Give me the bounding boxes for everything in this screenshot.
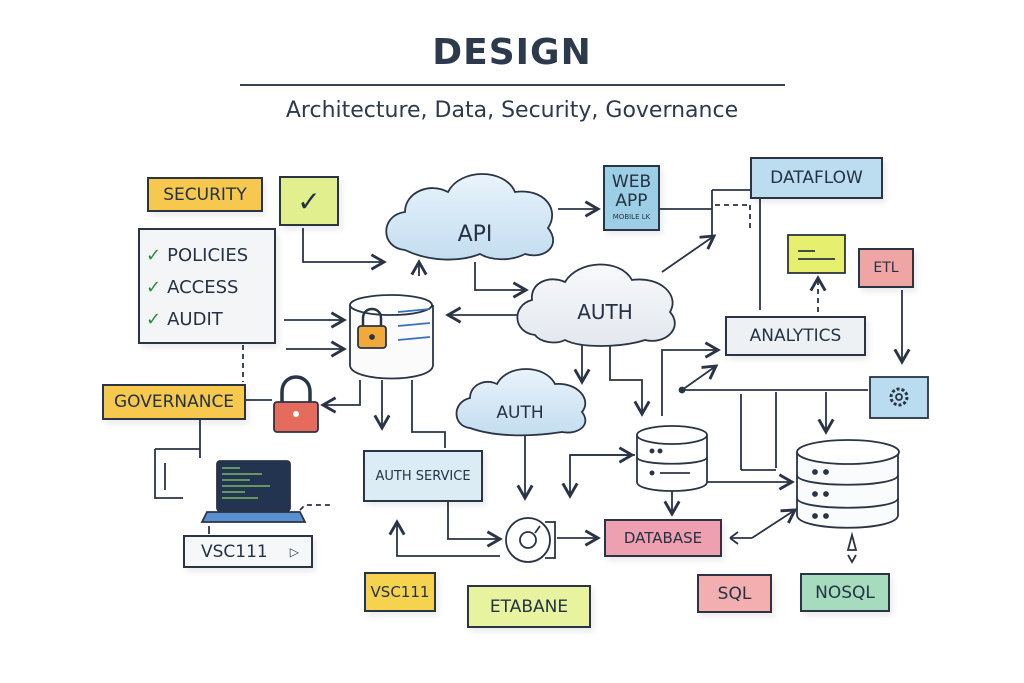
page-title: DESIGN xyxy=(432,32,592,73)
play-icon: ▷ xyxy=(289,544,299,559)
settings-box xyxy=(869,376,929,419)
auth-service-box: AUTH SERVICE xyxy=(363,450,483,502)
nosql-box: NOSQL xyxy=(800,573,890,612)
etl-box: ETL xyxy=(858,248,914,288)
title-divider xyxy=(240,84,785,86)
policy-item: ✓POLICIES xyxy=(146,245,249,266)
etabane-box: ETABANE xyxy=(467,585,591,628)
web-app-box: WEB APP MOBILE LK xyxy=(603,165,660,231)
security-label: SECURITY xyxy=(147,177,263,212)
api-label: API xyxy=(457,222,493,247)
vsc111-tag: VSC111 xyxy=(364,572,436,612)
governance-label: GOVERNANCE xyxy=(102,384,246,420)
dataflow-box: DATAFLOW xyxy=(750,157,883,199)
policy-list: ✓POLICIES ✓ACCESS ✓AUDIT xyxy=(146,240,248,336)
camera-icon xyxy=(505,517,556,563)
auth-cloud xyxy=(516,263,676,347)
database-server-icon xyxy=(796,439,900,529)
policies-panel xyxy=(138,228,276,344)
lock-icon xyxy=(273,375,319,433)
connectors xyxy=(154,189,911,564)
api-cloud xyxy=(385,173,554,261)
database-box: DATABASE xyxy=(604,519,722,557)
secure-database-icon xyxy=(349,294,434,380)
check-icon: ✓ xyxy=(146,245,162,266)
page-subtitle: Architecture, Data, Security, Governance xyxy=(285,98,739,123)
analytics-box: ANALYTICS xyxy=(725,316,866,356)
policy-item: ✓AUDIT xyxy=(146,309,223,330)
check-icon: ✓ xyxy=(146,277,162,298)
database-cylinder-icon xyxy=(636,425,708,492)
laptop-icon xyxy=(200,460,307,523)
auth-label: AUTH xyxy=(577,300,633,324)
vsc111-launcher[interactable]: VSC111▷ xyxy=(183,535,313,568)
sql-box: SQL xyxy=(697,574,772,613)
auth-small-label: AUTH xyxy=(496,403,544,423)
note-card xyxy=(787,234,846,274)
auth-small-cloud xyxy=(455,368,587,437)
check-icon: ✓ xyxy=(279,176,339,226)
policy-item: ✓ACCESS xyxy=(146,277,239,298)
check-icon: ✓ xyxy=(146,309,162,330)
